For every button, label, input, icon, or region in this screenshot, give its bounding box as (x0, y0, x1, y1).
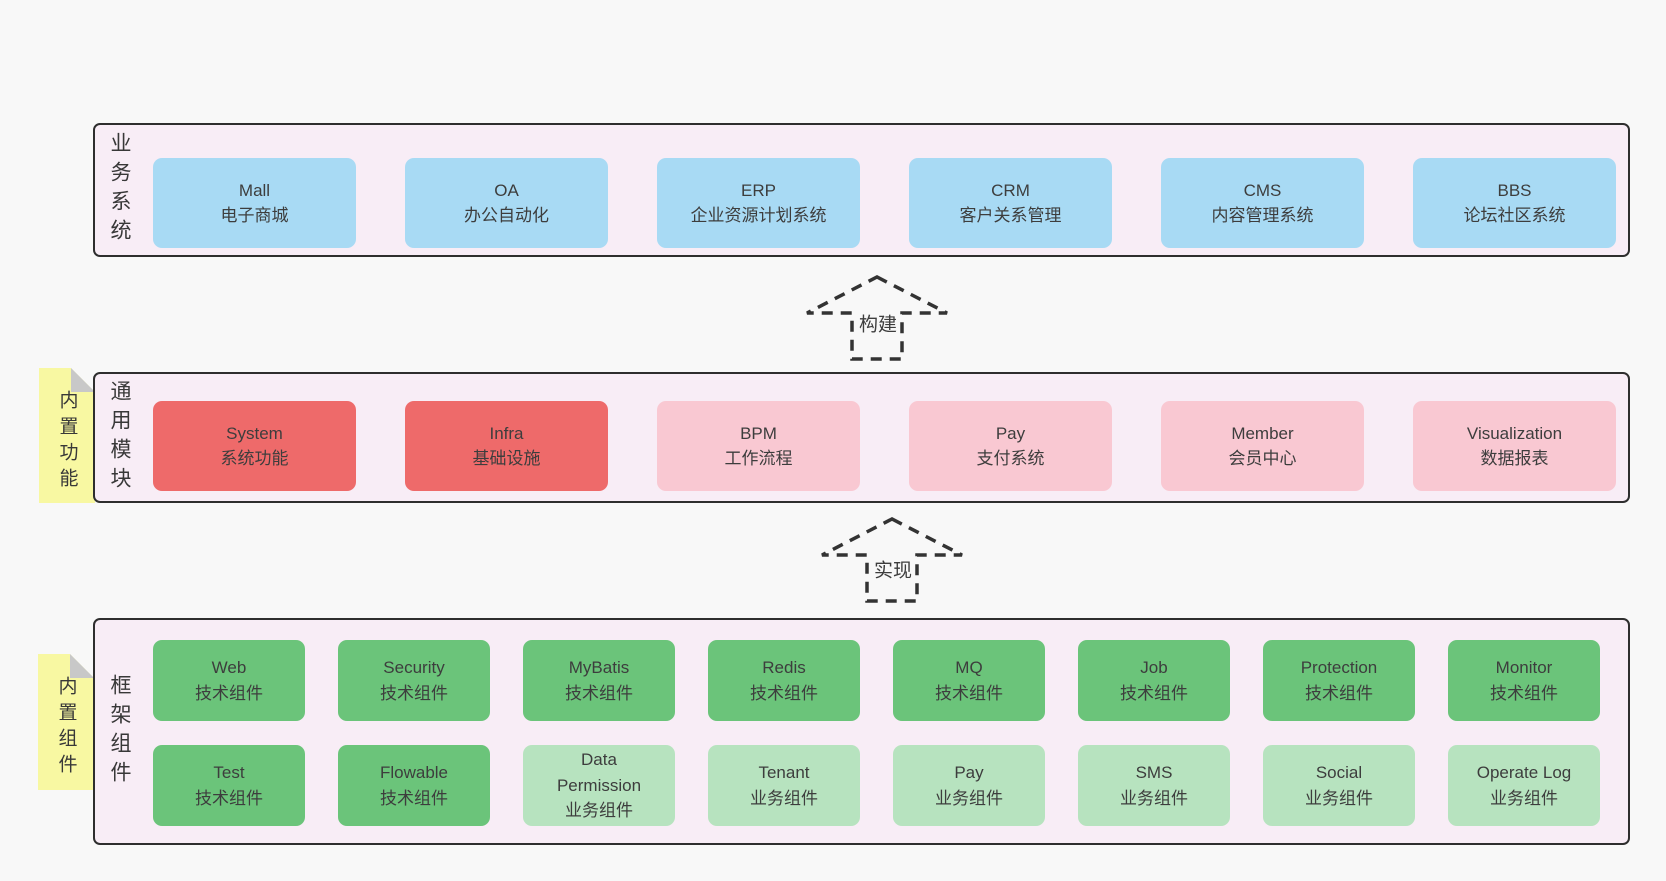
box-title: OA (494, 180, 519, 200)
box-social: Social 业务组件 (1263, 745, 1415, 826)
box-subtitle: 业务组件 (565, 801, 633, 821)
box-title: BBS (1497, 180, 1532, 200)
box-subtitle: 技术组件 (380, 683, 448, 703)
box-title: ERP (741, 180, 776, 200)
box-mall: Mall 电子商城 (153, 158, 356, 248)
box-operate-log: Operate Log 业务组件 (1448, 745, 1600, 826)
box-title: Flowable (379, 763, 449, 782)
band-business-systems: 业务系统 Mall 电子商城 OA 办公自动化 ERP 企业资源计划系统 CRM… (93, 123, 1630, 257)
arrow-implement-label: 实现 (870, 554, 916, 584)
box-title: Monitor (1495, 658, 1553, 677)
box-subtitle: 技术组件 (1120, 683, 1188, 703)
box-pay-module: Pay 支付系统 (909, 401, 1112, 491)
box-cms: CMS 内容管理系统 (1161, 158, 1364, 248)
box-tenant: Tenant 业务组件 (708, 745, 860, 826)
box-job: Job 技术组件 (1078, 640, 1230, 721)
box-subtitle: 支付系统 (976, 449, 1045, 468)
box-mq: MQ 技术组件 (893, 640, 1045, 721)
box-title: MQ (955, 658, 983, 677)
box-title: Job (1140, 658, 1168, 677)
box-title: BPM (740, 423, 777, 443)
sticky-note-built-in-features: 内置功能 (39, 368, 95, 503)
box-system: System 系统功能 (153, 401, 356, 491)
box-subtitle: 论坛社区系统 (1463, 206, 1566, 225)
box-redis: Redis 技术组件 (708, 640, 860, 721)
band-framework-components: 框架组件 Web 技术组件 Security 技术组件 MyBatis 技术组件… (93, 618, 1630, 845)
box-subtitle: 技术组件 (565, 683, 633, 703)
sticky-note-built-in-components: 内置组件 (38, 654, 94, 790)
box-member: Member 会员中心 (1161, 401, 1364, 491)
box-subtitle: 客户关系管理 (959, 206, 1062, 225)
box-title: CMS (1243, 180, 1282, 200)
box-subtitle: 技术组件 (1305, 683, 1373, 703)
up-arrow-implement-icon (817, 516, 967, 604)
box-title: MyBatis (568, 658, 630, 677)
box-title: Protection (1300, 658, 1378, 677)
box-web: Web 技术组件 (153, 640, 305, 721)
box-erp: ERP 企业资源计划系统 (657, 158, 860, 248)
box-subtitle: 技术组件 (195, 683, 263, 703)
box-test: Test 技术组件 (153, 745, 305, 826)
arrow-build-label: 构建 (855, 308, 901, 338)
band-framework-components-label: 框架组件 (108, 673, 131, 790)
box-title: Social (1315, 763, 1363, 782)
box-title: Mall (238, 180, 271, 200)
box-security: Security 技术组件 (338, 640, 490, 721)
box-subtitle: 业务组件 (1120, 788, 1188, 808)
box-flowable: Flowable 技术组件 (338, 745, 490, 826)
box-subtitle: 电子商城 (220, 206, 289, 225)
band-business-systems-label: 业务系统 (108, 132, 131, 248)
box-subtitle: 技术组件 (750, 683, 818, 703)
box-visualization: Visualization 数据报表 (1413, 401, 1616, 491)
box-subtitle: 内容管理系统 (1211, 206, 1314, 225)
band-common-modules: 通用模块 System 系统功能 Infra 基础设施 BPM 工作流程 Pay… (93, 372, 1630, 503)
box-subtitle: 技术组件 (935, 683, 1003, 703)
box-subtitle: 基础设施 (472, 449, 541, 468)
box-protection: Protection 技术组件 (1263, 640, 1415, 721)
box-subtitle: 会员中心 (1228, 449, 1297, 468)
box-title: Security (383, 658, 445, 677)
box-title: SMS (1135, 763, 1173, 782)
box-monitor: Monitor 技术组件 (1448, 640, 1600, 721)
box-bbs: BBS 论坛社区系统 (1413, 158, 1616, 248)
box-title: Web (211, 658, 247, 677)
box-title: Member (1231, 423, 1294, 443)
sticky-note-label: 内置功能 (56, 390, 78, 494)
box-infra: Infra 基础设施 (405, 401, 608, 491)
box-title: Operate Log (1476, 763, 1572, 782)
box-subtitle: 业务组件 (1490, 788, 1558, 808)
box-subtitle: 业务组件 (1305, 788, 1373, 808)
box-mybatis: MyBatis 技术组件 (523, 640, 675, 721)
box-subtitle: 办公自动化 (464, 206, 549, 225)
box-title: Infra (489, 423, 524, 443)
box-subtitle: 企业资源计划系统 (690, 206, 827, 225)
box-subtitle: 业务组件 (750, 788, 818, 808)
box-title: Pay (995, 423, 1026, 443)
box-bpm: BPM 工作流程 (657, 401, 860, 491)
sticky-note-label: 内置组件 (55, 676, 77, 780)
box-data-permission: Data Permission 业务组件 (523, 745, 675, 826)
box-oa: OA 办公自动化 (405, 158, 608, 248)
box-subtitle: 技术组件 (195, 788, 263, 808)
box-subtitle: 技术组件 (1490, 683, 1558, 703)
box-subtitle: 业务组件 (935, 788, 1003, 808)
band-common-modules-label: 通用模块 (108, 379, 131, 496)
up-arrow-build-icon (802, 274, 952, 362)
box-title: CRM (991, 180, 1030, 200)
box-title: Tenant (758, 763, 810, 782)
box-title: Data Permission (556, 750, 642, 795)
box-title: Pay (954, 763, 984, 782)
box-sms: SMS 业务组件 (1078, 745, 1230, 826)
box-title: Redis (762, 658, 806, 677)
box-subtitle: 数据报表 (1480, 449, 1549, 468)
box-crm: CRM 客户关系管理 (909, 158, 1112, 248)
box-title: System (226, 423, 283, 443)
box-subtitle: 工作流程 (724, 449, 793, 468)
box-pay-component: Pay 业务组件 (893, 745, 1045, 826)
box-subtitle: 技术组件 (380, 788, 448, 808)
box-title: Visualization (1466, 423, 1563, 443)
box-subtitle: 系统功能 (220, 449, 289, 468)
box-title: Test (213, 763, 245, 782)
